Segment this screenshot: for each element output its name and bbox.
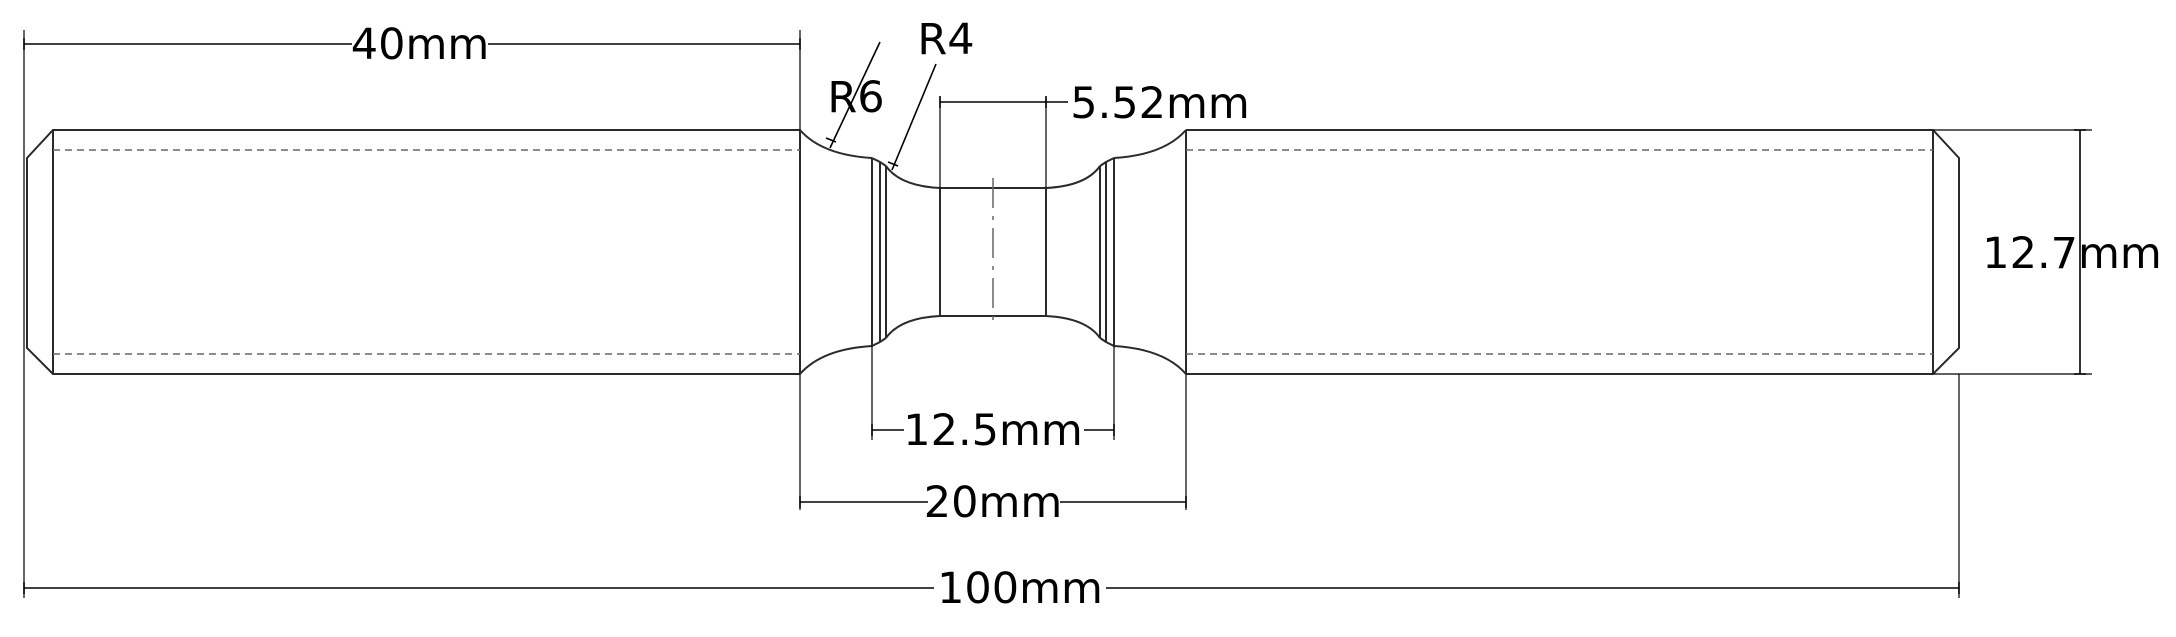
dimension-12-5mm: 12.5mm	[871, 406, 1115, 456]
left-groove-top	[871, 157, 887, 167]
dimension-label-100mm: 100mm	[937, 564, 1103, 614]
right-upper-fillet	[1113, 129, 1187, 159]
neck-upper-left-curve	[885, 165, 941, 189]
dimension-label-r6: R6	[827, 73, 884, 123]
dimension-40mm: 40mm	[23, 20, 801, 70]
dimension-12-7mm: 12.7mm	[1982, 129, 2162, 375]
right-groove-top	[1099, 157, 1115, 167]
dimension-label-12-5mm: 12.5mm	[903, 406, 1083, 456]
hidden-thread-lines	[53, 149, 1933, 355]
left-lower-fillet	[799, 345, 873, 375]
dimension-20mm: 20mm	[799, 478, 1187, 528]
right-threaded-section	[1186, 129, 1960, 375]
neck-lower-left-curve	[885, 315, 941, 339]
dimension-label-r4: R4	[917, 15, 974, 65]
left-groove-bottom	[871, 337, 887, 347]
left-upper-fillet	[799, 129, 873, 159]
dimension-r4: R4	[887, 15, 975, 171]
dimension-r6: R6	[825, 41, 885, 149]
dimension-5-52mm: 5.52mm	[939, 79, 1250, 129]
right-groove-bottom	[1099, 337, 1115, 347]
dimension-label-40mm: 40mm	[351, 20, 490, 70]
neck-upper-right-curve	[1045, 165, 1101, 189]
dimension-label-12-7mm: 12.7mm	[1982, 229, 2162, 279]
left-threaded-section	[26, 129, 800, 375]
dimension-100mm: 100mm	[23, 564, 1960, 614]
dimension-label-20mm: 20mm	[924, 478, 1063, 528]
dimension-label-5-52mm: 5.52mm	[1070, 79, 1250, 129]
right-lower-fillet	[1113, 345, 1187, 375]
neck-lower-right-curve	[1045, 315, 1101, 339]
